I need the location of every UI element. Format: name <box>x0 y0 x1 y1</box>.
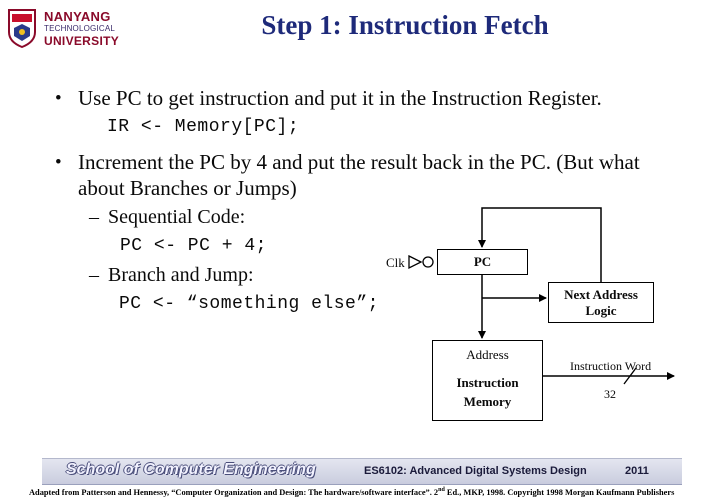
logo-line-university: UNIVERSITY <box>44 34 120 48</box>
logo-line-technological: TECHNOLOGICAL <box>44 24 116 33</box>
credit-text-sup: nd <box>438 487 445 493</box>
memory-label-line1: Instruction <box>456 375 519 390</box>
instruction-word-label: Instruction Word <box>570 359 652 373</box>
bullet-marker: • <box>55 88 62 109</box>
footer-course-title: ES6102: Advanced Digital Systems Design <box>364 465 587 477</box>
footer-bar <box>42 458 682 485</box>
footer-credit: Adapted from Patterson and Hennessy, “Co… <box>29 487 674 497</box>
bullet-increment-pc-line2: about Branches or Jumps) <box>78 176 297 200</box>
clock-label: Clk <box>386 255 405 270</box>
sub-sequential-code: Sequential Code: <box>108 206 246 228</box>
memory-label-line2: Memory <box>463 394 512 409</box>
footer-school-name: School of Computer Engineering <box>66 461 316 478</box>
university-logo: NANYANG TECHNOLOGICAL UNIVERSITY <box>8 8 148 52</box>
bullet-pc-fetch: Use PC to get instruction and put it in … <box>78 86 602 110</box>
code-pc-something-else: PC <- “something else”; <box>119 294 379 314</box>
next-address-logic-box: Next Address Logic <box>548 282 654 323</box>
sub-branch-and-jump: Branch and Jump: <box>108 264 254 286</box>
bullet-marker: • <box>55 152 62 173</box>
credit-text-post: Ed., MKP, 1998. Copyright 1998 Morgan Ka… <box>444 487 675 497</box>
nal-label-line2: Logic <box>585 303 617 318</box>
dash-marker: – <box>89 206 99 228</box>
footer-year: 2011 <box>625 465 649 477</box>
credit-text-pre: Adapted from Patterson and Hennessy, “Co… <box>29 487 439 497</box>
code-ir-load: IR <- Memory[PC]; <box>107 117 300 137</box>
page-title: Step 1: Instruction Fetch <box>261 10 549 40</box>
pc-register-box: PC <box>437 249 528 275</box>
bus-width-label: 32 <box>604 387 616 401</box>
logo-text: NANYANG TECHNOLOGICAL UNIVERSITY <box>44 9 120 48</box>
nal-label-line1: Next Address <box>564 287 638 302</box>
code-pc-plus-4: PC <- PC + 4; <box>120 236 267 256</box>
clock-bubble <box>422 256 434 268</box>
university-crest-icon <box>8 9 36 48</box>
dash-marker: – <box>89 264 99 286</box>
clock-triangle <box>408 254 423 270</box>
memory-address-label: Address <box>466 347 509 362</box>
logo-line-nanyang: NANYANG <box>44 9 111 24</box>
bullet-increment-pc-line1: Increment the PC by 4 and put the result… <box>78 150 640 174</box>
instruction-memory-box: Address Instruction Memory <box>432 340 543 421</box>
pc-register-label: PC <box>473 254 492 269</box>
